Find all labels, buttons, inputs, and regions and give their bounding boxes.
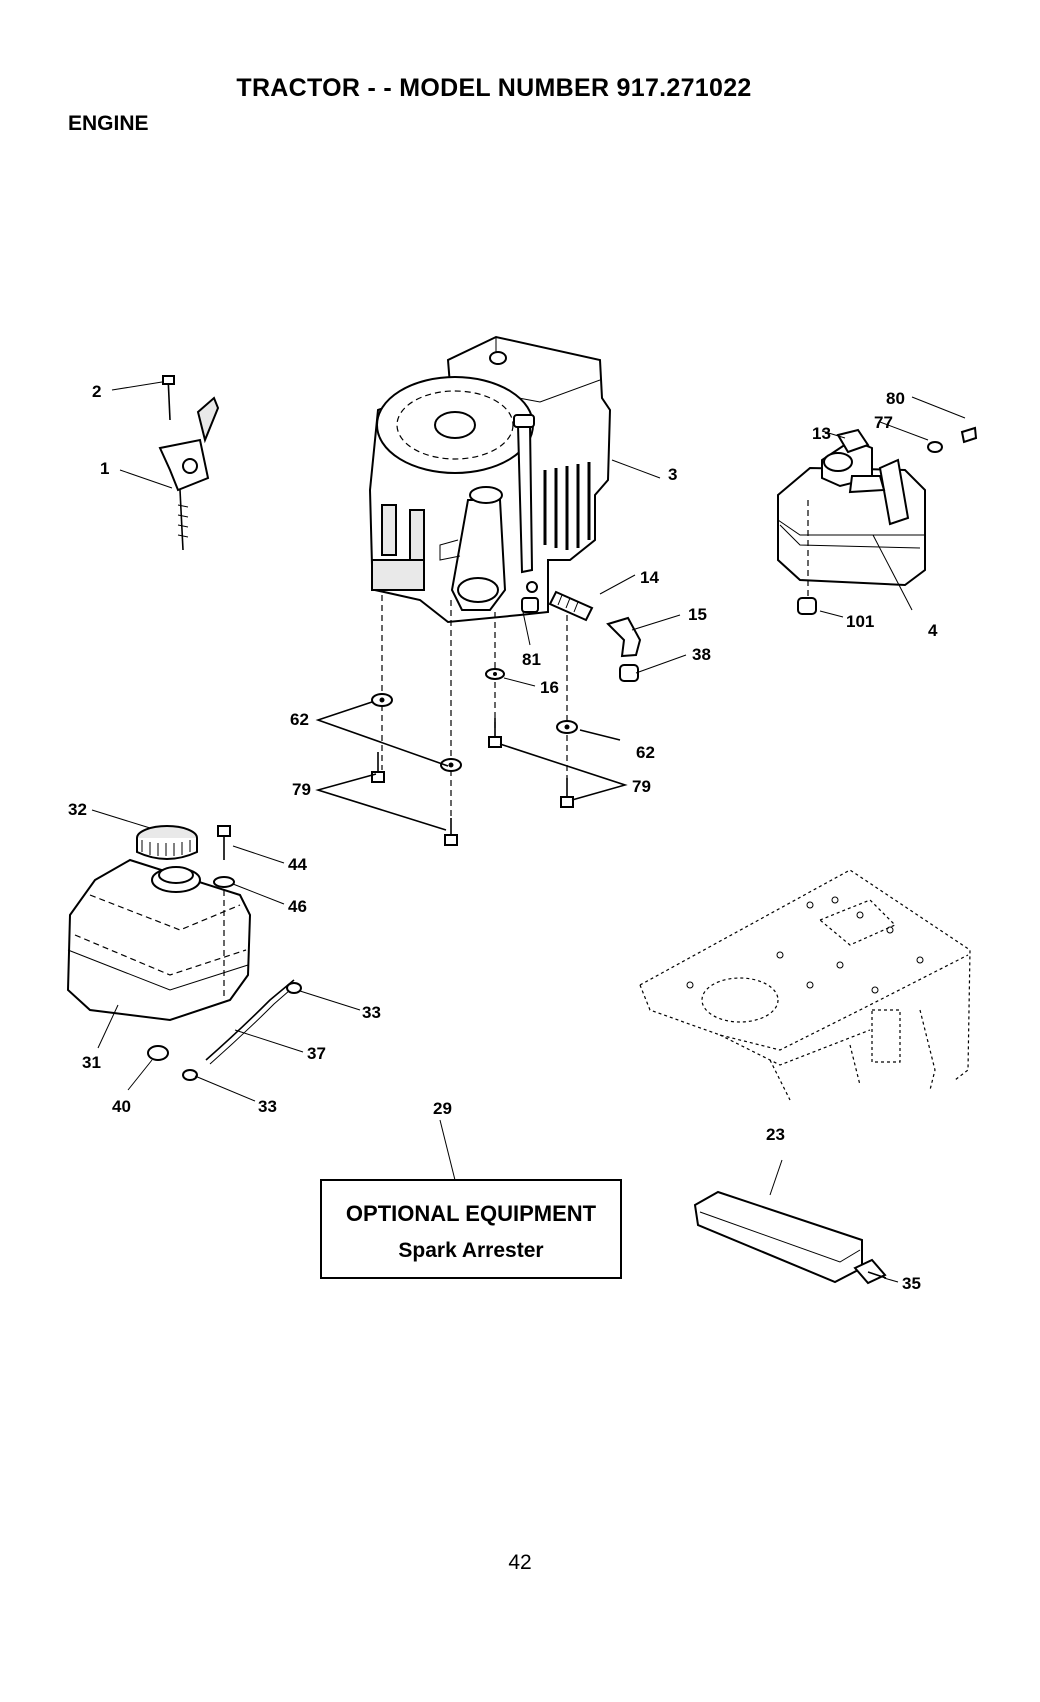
callout-62-left: 62 — [290, 710, 309, 729]
callout-31: 31 — [82, 1053, 101, 1072]
callout-1: 1 — [100, 459, 109, 478]
fuel-tank-assembly — [68, 826, 301, 1080]
callout-3: 3 — [668, 465, 677, 484]
callout-62-right: 62 — [636, 743, 655, 762]
optional-equipment-box: OPTIONAL EQUIPMENT Spark Arrester — [320, 1179, 622, 1279]
callout-80: 80 — [886, 389, 905, 408]
optional-equipment-subtitle: Spark Arrester — [322, 1239, 620, 1263]
callout-101: 101 — [846, 612, 874, 631]
callout-15: 15 — [688, 605, 707, 624]
callout-79-left: 79 — [292, 780, 311, 799]
callout-29: 29 — [433, 1099, 452, 1118]
callout-35: 35 — [902, 1274, 921, 1293]
callout-79-right: 79 — [632, 777, 651, 796]
callout-16: 16 — [540, 678, 559, 697]
mounting-hardware — [318, 669, 625, 845]
callout-2: 2 — [92, 382, 101, 401]
frame-plate — [640, 870, 970, 1100]
callout-33-lower: 33 — [258, 1097, 277, 1116]
callout-23: 23 — [766, 1125, 785, 1144]
muffler-assembly — [778, 428, 976, 614]
callout-81: 81 — [522, 650, 541, 669]
page-number: 42 — [0, 1551, 1040, 1575]
callout-77: 77 — [874, 413, 893, 432]
skid-plate — [695, 1192, 886, 1283]
alignment-lines — [382, 595, 567, 820]
optional-equipment-title: OPTIONAL EQUIPMENT — [322, 1201, 620, 1227]
callout-40: 40 — [112, 1097, 131, 1116]
callout-46: 46 — [288, 897, 307, 916]
engine-block — [370, 337, 610, 622]
callout-13: 13 — [812, 424, 831, 443]
callout-32: 32 — [68, 800, 87, 819]
callout-4: 4 — [928, 621, 938, 640]
callout-33-upper: 33 — [362, 1003, 381, 1022]
callout-38: 38 — [692, 645, 711, 664]
throttle-control — [160, 376, 218, 550]
callout-14: 14 — [640, 568, 659, 587]
callout-37: 37 — [307, 1044, 326, 1063]
callout-44: 44 — [288, 855, 307, 874]
